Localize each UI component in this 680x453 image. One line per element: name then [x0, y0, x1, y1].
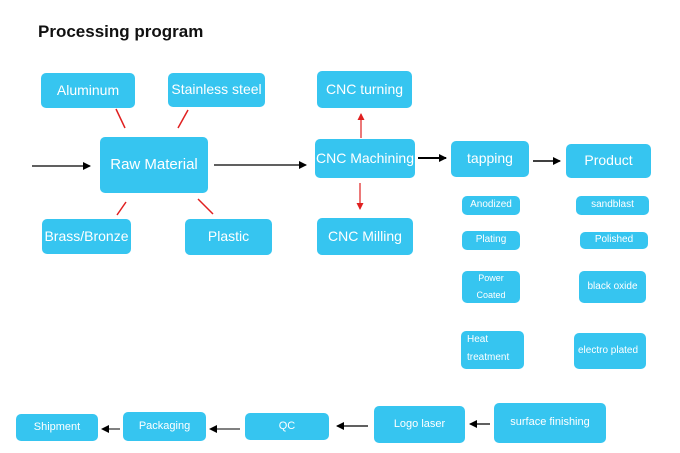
- stainless-steel-box: Stainless steel: [168, 73, 265, 107]
- tapping-box: tapping: [451, 141, 529, 177]
- power-coated-line-1: Power: [478, 272, 504, 283]
- cnc-machining-label: CNC Machining: [315, 149, 415, 166]
- page-title: Processing program: [38, 22, 204, 41]
- plating-box: Plating: [462, 231, 520, 250]
- plating-label: Plating: [475, 234, 507, 246]
- connector-aluminum: [115, 108, 126, 129]
- brass-bronze-label: Brass/Bronze: [44, 227, 129, 244]
- black-oxide-box: black oxide: [579, 271, 646, 303]
- aluminum-label: Aluminum: [56, 81, 120, 98]
- aluminum-box: Aluminum: [41, 73, 135, 108]
- tapping-label: tapping: [467, 150, 513, 167]
- electro-plated-label: electro plated: [578, 344, 639, 356]
- raw-material-box: Raw Material: [100, 137, 208, 193]
- surface-finishing-label: surface finishing: [510, 416, 590, 429]
- electro-plated-box: electro plated: [574, 333, 646, 369]
- shipment-box: Shipment: [16, 414, 98, 441]
- cnc-turning-label: CNC turning: [325, 80, 404, 97]
- connector-plastic: [197, 198, 214, 215]
- brass-bronze-box: Brass/Bronze: [42, 219, 131, 254]
- polished-box: Polished: [580, 232, 648, 249]
- shipment-label: Shipment: [33, 420, 81, 433]
- qc-box: QC: [245, 413, 329, 440]
- connector-stainless-steel: [177, 109, 189, 129]
- cnc-turning-box: CNC turning: [317, 71, 412, 108]
- plastic-label: Plastic: [207, 228, 250, 245]
- heat-treatment-box: Heat treatment: [461, 331, 524, 369]
- polished-label: Polished: [594, 234, 634, 246]
- power-coated-box: Power Coated: [462, 271, 520, 303]
- product-label: Product: [584, 152, 633, 169]
- sandblast-box: sandblast: [576, 196, 649, 215]
- packaging-label: Packaging: [138, 419, 191, 432]
- logo-laser-box: Logo laser: [374, 406, 465, 443]
- stainless-steel-label: Stainless steel: [171, 81, 262, 98]
- sandblast-label: sandblast: [591, 199, 634, 211]
- cnc-milling-box: CNC Milling: [317, 218, 413, 255]
- raw-material-label: Raw Material: [110, 155, 198, 173]
- heat-treatment-line-2: treatment: [467, 352, 510, 363]
- anodized-label: Anodized: [470, 199, 512, 211]
- cnc-milling-label: CNC Milling: [328, 227, 402, 244]
- connector-brass-bronze: [116, 201, 127, 216]
- surface-finishing-box: surface finishing: [494, 403, 606, 443]
- qc-label: QC: [278, 419, 296, 432]
- product-box: Product: [566, 144, 651, 178]
- logo-laser-label: Logo laser: [393, 417, 446, 430]
- packaging-box: Packaging: [123, 412, 206, 441]
- black-oxide-label: black oxide: [587, 280, 638, 292]
- heat-treatment-line-1: Heat: [467, 334, 489, 345]
- cnc-machining-box: CNC Machining: [315, 139, 415, 178]
- plastic-box: Plastic: [185, 219, 272, 255]
- anodized-box: Anodized: [462, 196, 520, 215]
- power-coated-line-2: Coated: [476, 290, 506, 300]
